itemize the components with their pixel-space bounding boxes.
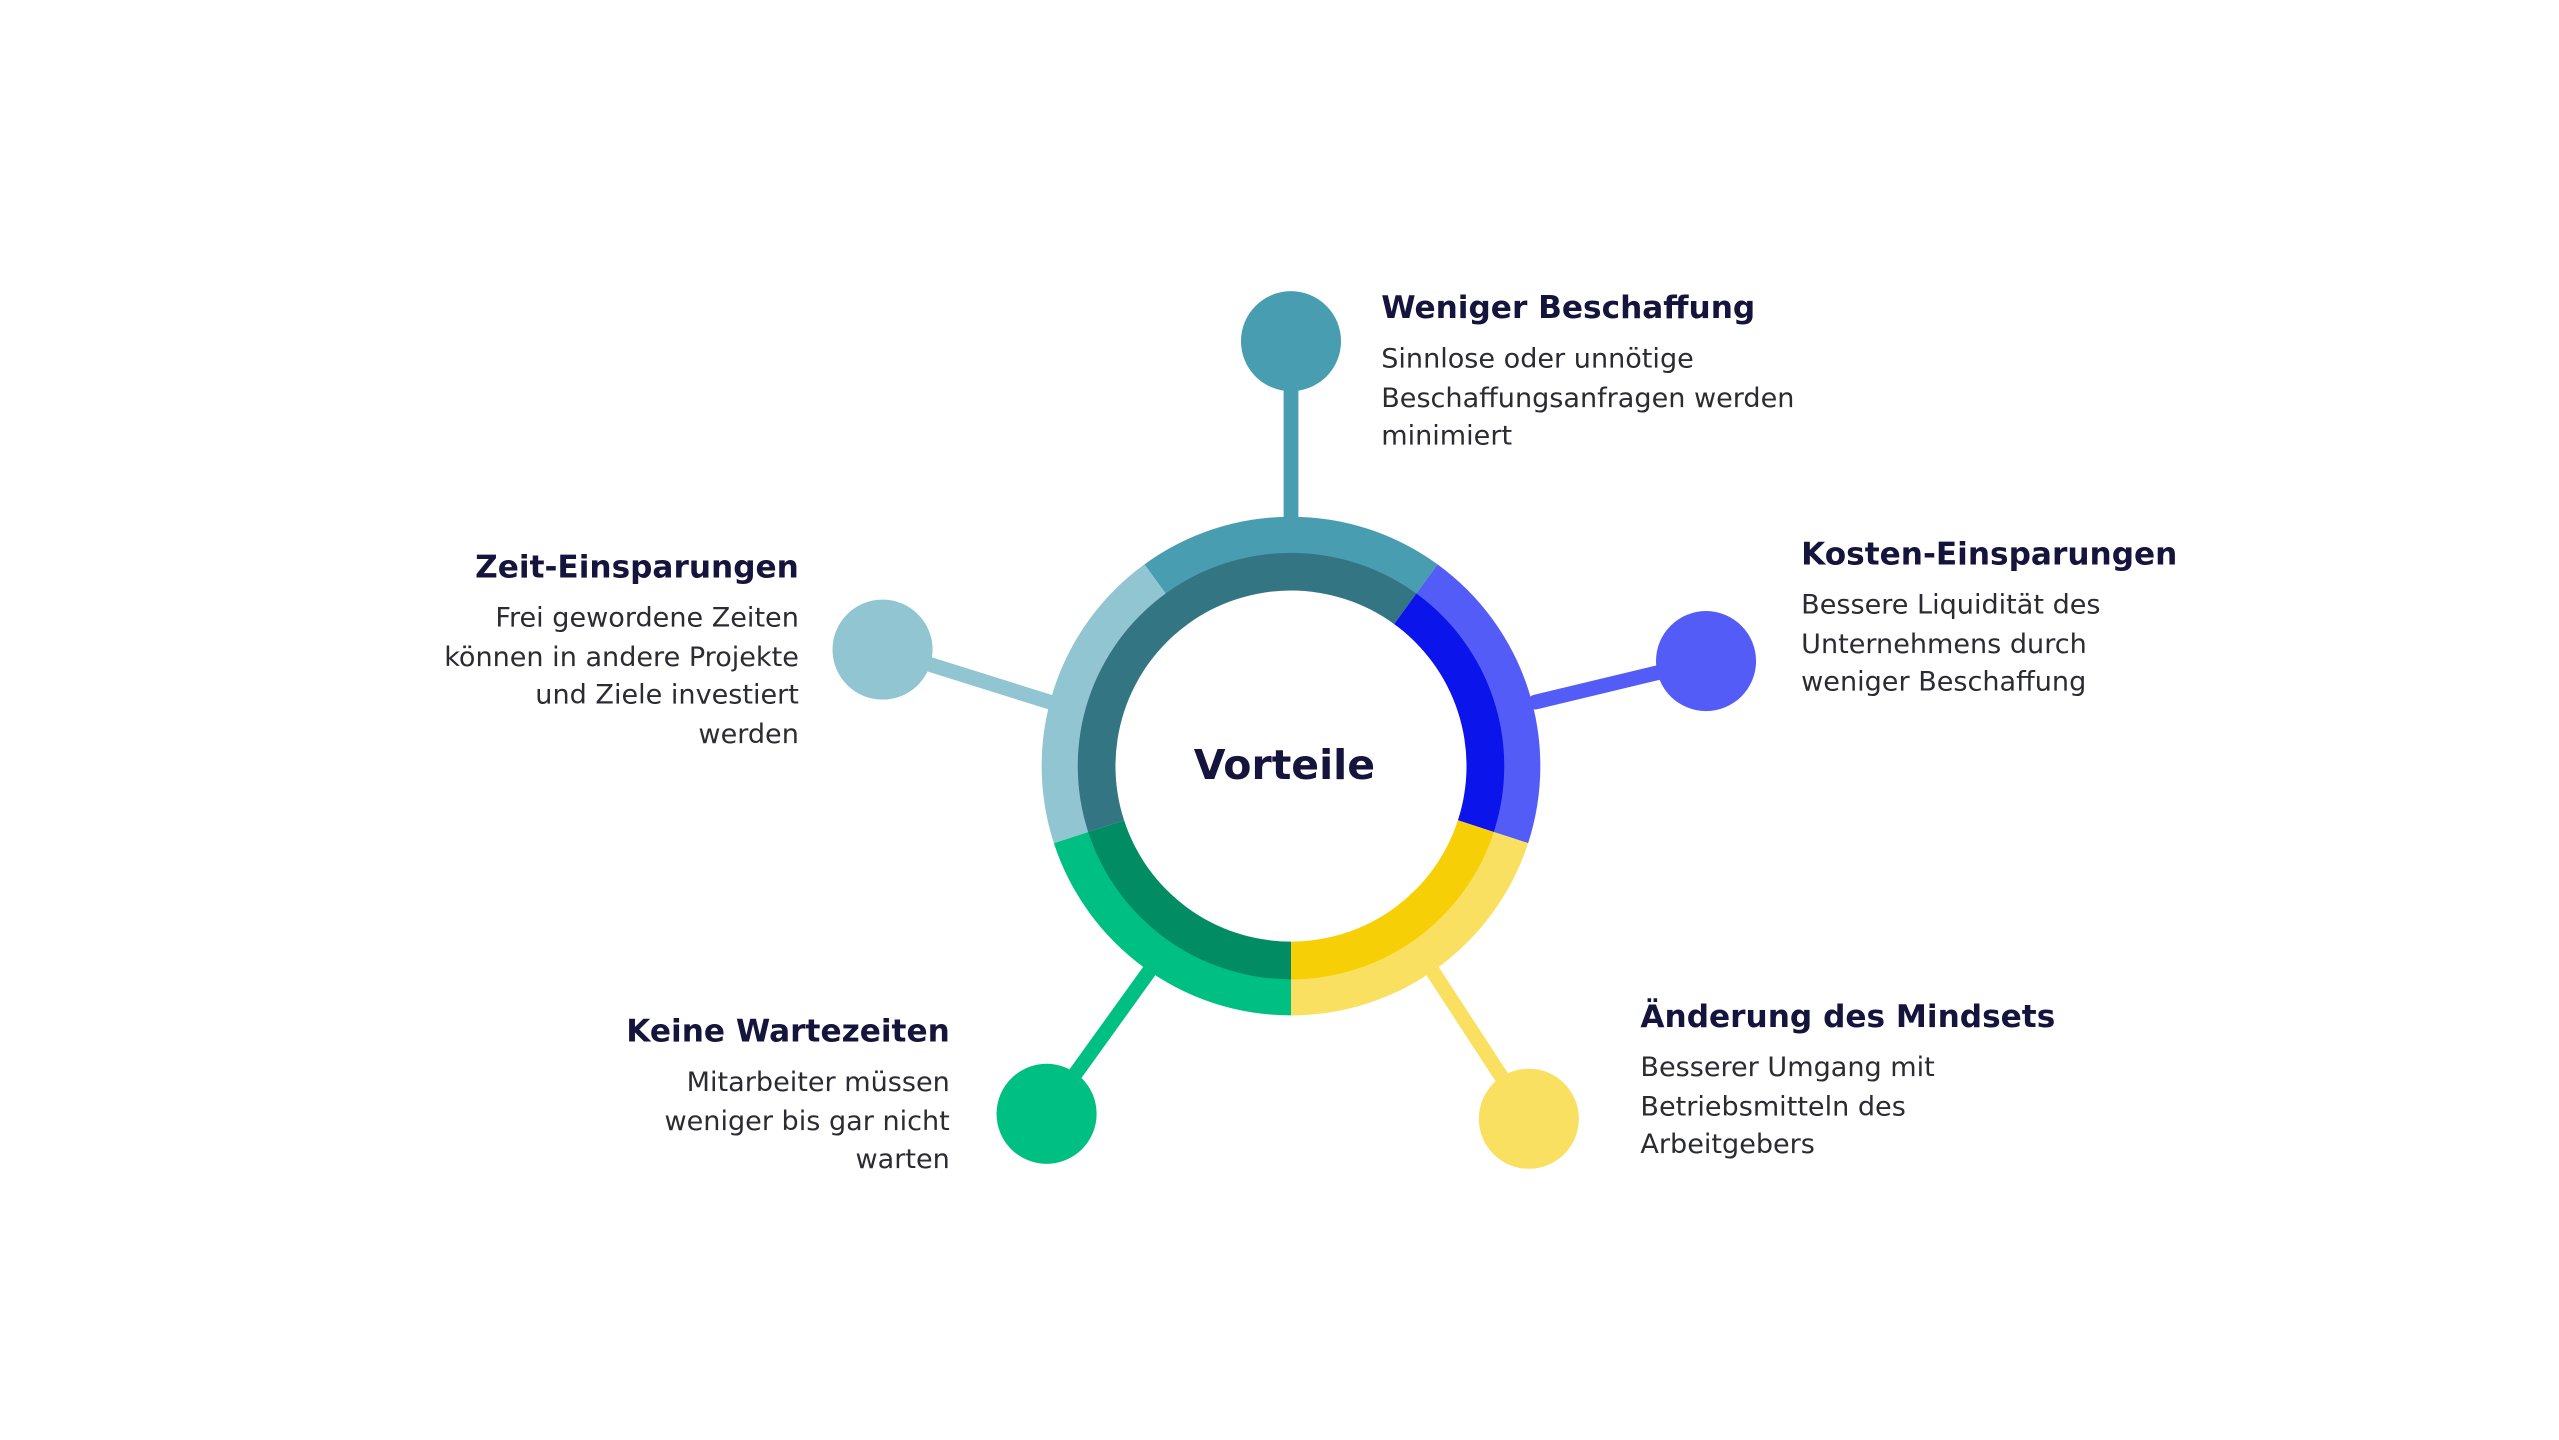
item-line: Mitarbeiter müssen — [686, 1066, 950, 1098]
light-teal-node-circle — [832, 599, 933, 700]
yellow-node-circle — [1478, 1068, 1579, 1169]
item-line: Arbeitgebers — [1640, 1129, 1815, 1161]
item-keine-wartezeiten: Keine Wartezeiten Mitarbeiter müssen wen… — [626, 1012, 950, 1180]
item-line: Sinnlose oder unnötige — [1381, 342, 1694, 375]
item-title: Änderung des Mindsets — [1640, 999, 2056, 1036]
item-line: weniger Beschaffung — [1801, 666, 2087, 698]
item-weniger-beschaffung: Weniger Beschaffung Sinnlose oder unnöti… — [1381, 289, 1794, 457]
item-title: Weniger Beschaffung — [1381, 290, 1756, 327]
item-line: Besserer Umgang mit — [1640, 1051, 1935, 1083]
item-line: und Ziele investiert — [535, 679, 799, 711]
light-teal-outer-segment — [1041, 564, 1167, 844]
item-title: Zeit-Einsparungen — [475, 549, 799, 586]
teal-outer-segment — [1144, 516, 1438, 595]
teal-node-circle — [1240, 291, 1342, 392]
item-line: Beschaffungsanfragen werden — [1381, 381, 1795, 413]
item-zeit-einsparungen: Zeit-Einsparungen Frei gewordene Zeiten … — [444, 548, 799, 754]
item-title: Keine Wartezeiten — [626, 1013, 950, 1050]
green-node-circle — [996, 1063, 1097, 1164]
item-line: werden — [698, 718, 799, 750]
item-line: Betriebsmitteln des — [1640, 1090, 1906, 1122]
blue-inner-segment — [1394, 593, 1505, 832]
item-line: können in andere Projekte — [444, 640, 799, 673]
item-title: Kosten-Einsparungen — [1801, 536, 2178, 573]
item-line: warten — [855, 1144, 950, 1176]
blue-node-circle — [1655, 611, 1757, 712]
item-line: Frei gewordene Zeiten — [495, 602, 799, 634]
yellow-inner-segment — [1290, 820, 1494, 980]
item-line: Bessere Liquidität des — [1801, 588, 2101, 621]
teal-inner-segment — [1077, 552, 1417, 832]
item-line: weniger bis gar nicht — [664, 1105, 950, 1137]
blue-outer-segment — [1415, 564, 1541, 844]
item-line: minimiert — [1381, 420, 1513, 452]
center-label: Vorteile — [1193, 741, 1376, 790]
item-kosten-einsparungen: Kosten-Einsparungen Bessere Liquidität d… — [1801, 535, 2177, 703]
green-inner-segment — [1088, 820, 1291, 980]
item-line: Unternehmens durch — [1801, 627, 2087, 659]
item-aenderung-des-mindsets: Änderung des Mindsets Besserer Umgang mi… — [1640, 997, 2055, 1165]
